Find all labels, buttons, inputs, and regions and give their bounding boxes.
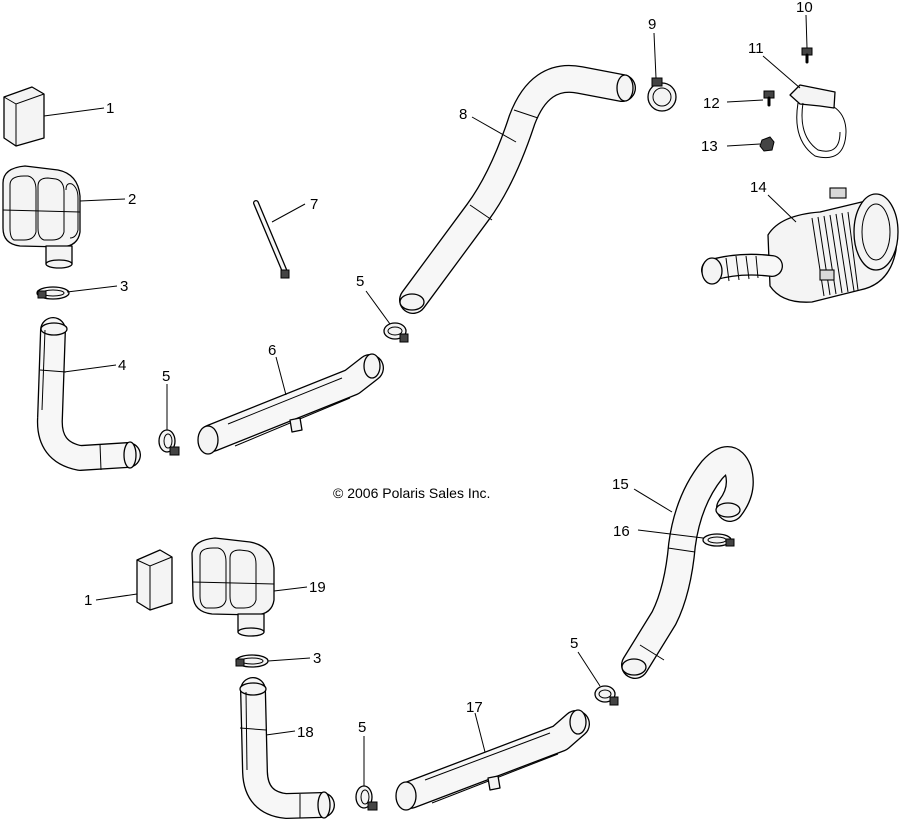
- leader-9: [653, 32, 657, 79]
- leader-4: [63, 364, 117, 373]
- part-6-intake-duct: [197, 353, 384, 455]
- leader-1b: [95, 593, 138, 601]
- part-5-clamp-left: [158, 429, 180, 456]
- part-13-nut: [759, 136, 775, 152]
- part-1-foam-block-upper: [3, 86, 45, 147]
- callout-8: 8: [459, 106, 467, 123]
- leader-19: [273, 586, 308, 592]
- leader-13: [726, 143, 761, 147]
- copyright-notice: © 2006 Polaris Sales Inc.: [333, 485, 490, 501]
- part-10-bolt: [801, 47, 813, 64]
- part-3-clamp-upper: [36, 286, 70, 300]
- part-11-bracket: [789, 84, 847, 158]
- callout-1-upper: 1: [106, 100, 114, 117]
- part-16-clamp: [702, 533, 735, 547]
- callout-10: 10: [796, 0, 813, 16]
- part-18-hose: [239, 677, 335, 819]
- part-8-long-hose: [399, 64, 636, 314]
- part-17-intake-duct: [395, 709, 590, 811]
- part-12-bolt: [763, 90, 775, 107]
- callout-17: 17: [466, 699, 483, 716]
- leader-7: [271, 203, 306, 223]
- callout-16: 16: [613, 523, 630, 540]
- part-15-long-hose: [621, 446, 754, 679]
- part-2-airbox-cover: [2, 165, 81, 269]
- callout-5-lower-left: 5: [358, 719, 366, 736]
- leader-12: [726, 99, 764, 103]
- callout-12: 12: [703, 95, 720, 112]
- callout-5-left: 5: [162, 368, 170, 385]
- leader-3b: [267, 657, 311, 662]
- leader-15: [633, 488, 673, 513]
- callouts: 1 2 3 4 5 6 7 5 8 9 10 11 12 13 14 15 16…: [84, 0, 813, 741]
- callout-11: 11: [748, 40, 764, 57]
- leader-17: [474, 712, 486, 753]
- part-5-clamp-lower-right: [594, 685, 619, 706]
- leader-3a: [66, 285, 118, 293]
- leader-5d: [577, 651, 601, 687]
- part-1-foam-block-lower: [136, 549, 173, 611]
- leader-2: [79, 198, 126, 202]
- part-14-air-filter-assembly: [701, 187, 899, 303]
- callout-3-upper: 3: [120, 278, 128, 295]
- callout-15: 15: [612, 476, 629, 493]
- leader-18: [265, 730, 296, 736]
- leader-6: [275, 356, 287, 396]
- leader-8: [471, 116, 517, 143]
- callout-6: 6: [268, 342, 276, 359]
- part-5-clamp-lower-left: [355, 785, 378, 811]
- leader-5b: [365, 290, 391, 325]
- callout-13: 13: [701, 138, 718, 155]
- callout-7: 7: [310, 196, 318, 213]
- callout-5-mid: 5: [356, 273, 364, 290]
- callout-18: 18: [297, 724, 314, 741]
- part-9-clamp: [647, 77, 677, 112]
- callout-19: 19: [309, 579, 326, 596]
- leader-11: [762, 55, 801, 89]
- callout-4: 4: [118, 357, 126, 374]
- callout-14: 14: [750, 179, 767, 196]
- leader-10: [805, 14, 808, 49]
- part-4-hose: [36, 317, 141, 471]
- part-19-airbox-cover: [191, 537, 275, 637]
- part-3-clamp-lower: [235, 654, 269, 668]
- callout-5-lower-right: 5: [570, 635, 578, 652]
- callout-3-lower: 3: [313, 650, 321, 667]
- callout-9: 9: [648, 16, 656, 33]
- leader-1a: [43, 107, 105, 117]
- leader-14: [767, 194, 797, 223]
- part-5-clamp-mid: [383, 322, 409, 343]
- callout-2: 2: [128, 191, 136, 208]
- callout-1-lower: 1: [84, 592, 92, 609]
- part-7-rod: [253, 200, 290, 279]
- leader-lines: [43, 14, 808, 786]
- leader-16: [637, 529, 704, 539]
